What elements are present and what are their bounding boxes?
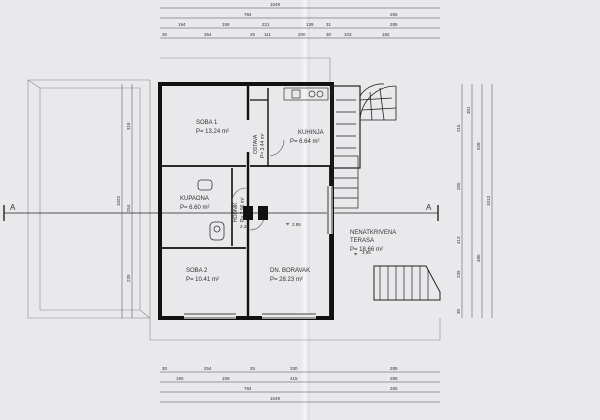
columns <box>243 206 268 220</box>
roof-outline <box>27 57 441 341</box>
straight-stairs <box>331 155 441 301</box>
room-area-soba-2: P= 10.41 m² <box>186 277 219 283</box>
room-area-kuhinja: P= 6.64 m² <box>290 139 320 145</box>
right-dim-c1-e: 30 <box>456 308 461 314</box>
bottom-dimension-text: 30 254 25 330 285 190 159 415 285 784 26… <box>162 366 398 401</box>
top-dimensions <box>160 7 440 39</box>
left-dim-a: 318 <box>126 122 131 130</box>
bottom-dim-r1-d: 330 <box>290 366 298 371</box>
top-dim-total: 1049 <box>270 2 281 7</box>
top-dim-r3-e: 31 <box>326 22 332 27</box>
room-area-ostava: P= 3.44 m² <box>260 133 266 158</box>
bottom-dim-r1-e: 285 <box>390 366 398 371</box>
room-name-kuhinja: KUHINJA <box>298 130 324 136</box>
level-mark-3: 2.95 <box>362 250 371 255</box>
top-dim-r2-a: 784 <box>244 12 252 17</box>
room-name-soba-1: SOBA 1 <box>196 120 218 126</box>
door-openings <box>184 120 333 319</box>
bottom-dim-total: 1049 <box>270 396 281 401</box>
level-symbol-terasa: ⌖ <box>354 252 358 258</box>
top-dim-r4-h: 182 <box>382 32 390 37</box>
bottom-dim-r1-b: 254 <box>204 366 212 371</box>
right-dimension-text: 215 255 413 239 30 301 528 480 1013 <box>456 106 491 314</box>
kitchen-fixtures <box>283 87 329 101</box>
top-dim-r4-e: 200 <box>298 32 306 37</box>
top-dim-r4-g: 103 <box>344 32 352 37</box>
bottom-dim-r1-c: 25 <box>250 366 256 371</box>
bottom-dim-r2-b: 159 <box>222 376 230 381</box>
room-name-dnevni-boravak: DN. BORAVAK <box>270 268 310 274</box>
room-area-dnevni-boravak: P= 28.23 m² <box>270 277 303 283</box>
top-dim-r2-b: 265 <box>390 12 398 17</box>
left-dim-b: 254 <box>126 204 131 212</box>
right-dim-c2-b: 528 <box>476 142 481 150</box>
left-dimensions <box>121 84 133 318</box>
section-label-left: A <box>10 203 16 212</box>
room-area-kupaona: P= 6.60 m² <box>180 205 210 211</box>
bottom-dim-r3-a: 784 <box>244 386 252 391</box>
room-labels: SOBA 1 P= 13.24 m² KUPAONA P= 6.60 m² HO… <box>180 120 396 283</box>
room-area-terasa: P= 18.66 m² <box>350 247 383 253</box>
bottom-dim-r2-a: 190 <box>176 376 184 381</box>
top-dimension-text: 1049 784 265 194 159 221 139 31 285 30 3… <box>162 2 398 37</box>
top-dim-r3-b: 159 <box>222 22 230 27</box>
left-dimension-text: 318 254 239 1022 <box>116 122 131 282</box>
left-dim-c: 239 <box>126 274 131 282</box>
room-area-soba-1: P= 13.24 m² <box>196 129 229 135</box>
top-dim-r3-a: 194 <box>178 22 186 27</box>
top-dim-r3-c: 221 <box>262 22 270 27</box>
room-name-kupaona: KUPAONA <box>180 196 209 202</box>
top-dim-r4-b: 354 <box>204 32 212 37</box>
room-name-soba-2: SOBA 2 <box>186 268 208 274</box>
level-mark-1: 2.36 <box>240 224 249 229</box>
right-dim-c2-c: 480 <box>476 254 481 262</box>
right-dim-c1-a: 215 <box>456 124 461 132</box>
right-dim-overall: 1013 <box>486 195 491 206</box>
bathroom-fixtures <box>197 179 225 241</box>
bottom-dim-r3-b: 265 <box>390 386 398 391</box>
spiral-staircase <box>331 83 397 169</box>
level-markers: 2.36 2.95 2.95 ⌖ ⌖ <box>240 222 371 258</box>
bottom-dimensions <box>160 371 440 403</box>
top-dim-r3-d: 139 <box>306 22 314 27</box>
top-dim-r4-a: 30 <box>162 32 168 37</box>
level-mark-2: 2.95 <box>292 222 301 227</box>
left-dim-overall: 1022 <box>116 195 121 206</box>
room-name-ostava: OSTAVA <box>253 134 259 154</box>
top-dim-r4-c: 25 <box>250 32 256 37</box>
right-dim-c2-a: 301 <box>466 106 471 114</box>
right-dimensions <box>461 84 493 318</box>
level-symbol: ⌖ <box>286 222 290 228</box>
section-label-right: A <box>426 203 432 212</box>
right-dim-c1-b: 255 <box>456 182 461 190</box>
right-dim-c1-d: 239 <box>456 270 461 278</box>
section-line: A A <box>3 203 439 221</box>
right-dim-c1-c: 413 <box>456 236 461 244</box>
room-name-terasa-line1: NENATKRIVENA <box>350 230 396 236</box>
top-dim-r4-d: 111 <box>264 32 271 37</box>
bottom-dim-r2-c: 415 <box>290 376 298 381</box>
room-area-hodnik: P= 2.96 m² <box>240 197 246 222</box>
top-dim-r3-f: 285 <box>390 22 398 27</box>
room-name-terasa-line2: TERASA <box>350 238 374 244</box>
bottom-dim-r1-a: 30 <box>162 366 168 371</box>
room-name-hodnik: HODNIK <box>233 202 239 222</box>
top-dim-r4-f: 30 <box>326 32 332 37</box>
bottom-dim-r2-d: 285 <box>390 376 398 381</box>
paper-fold <box>300 0 310 420</box>
